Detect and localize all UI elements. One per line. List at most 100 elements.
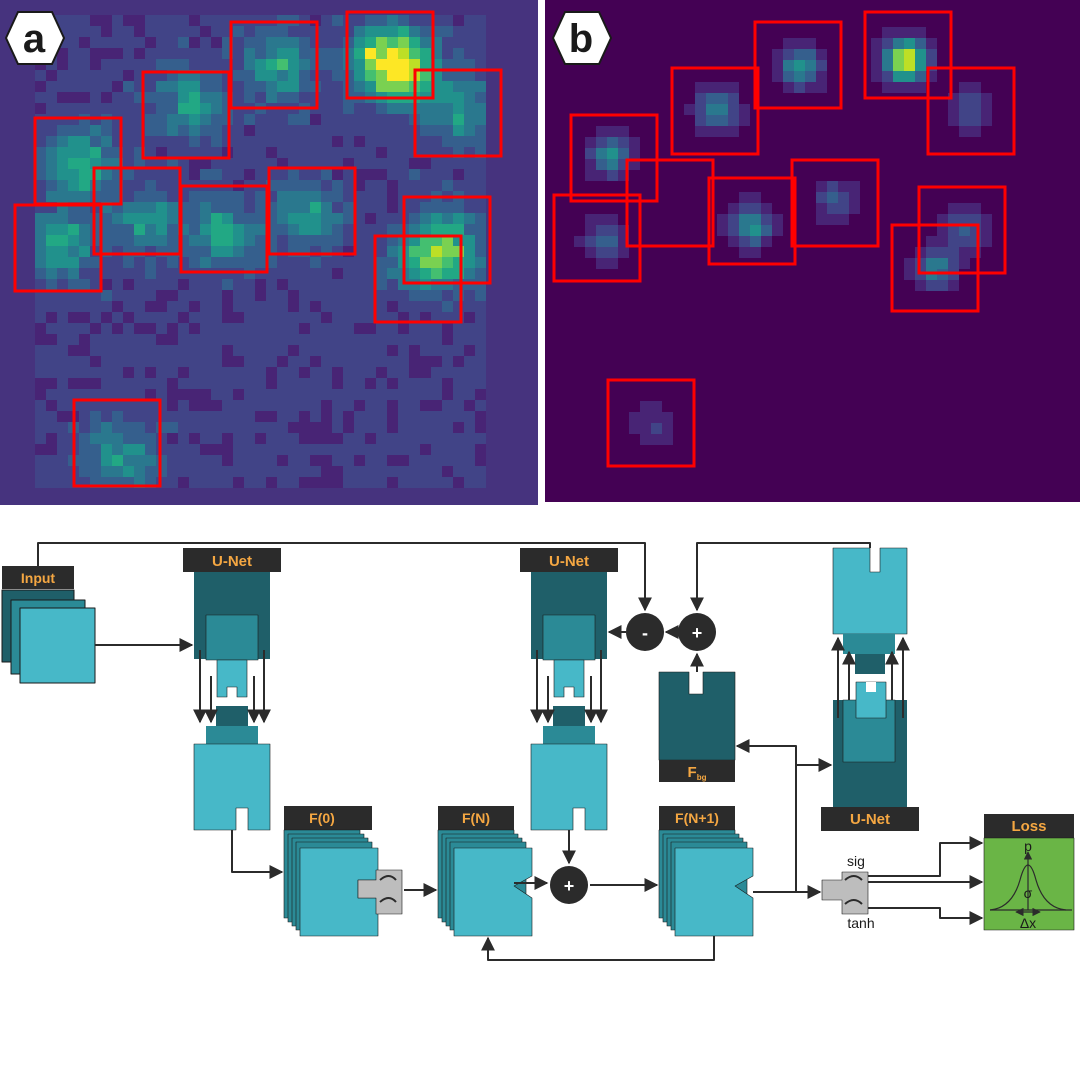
heatmap-a-cell bbox=[343, 202, 354, 213]
heatmap-a-cell bbox=[57, 246, 68, 257]
heatmap-a-cell bbox=[354, 147, 365, 158]
heatmap-a-cell bbox=[79, 202, 90, 213]
heatmap-a-cell bbox=[35, 444, 46, 455]
heatmap-a-cell bbox=[244, 37, 255, 48]
heatmap-a-cell bbox=[277, 257, 288, 268]
heatmap-a-cell bbox=[145, 26, 156, 37]
heatmap-a-cell bbox=[365, 103, 376, 114]
heatmap-a-cell bbox=[167, 224, 178, 235]
heatmap-a-cell bbox=[211, 169, 222, 180]
heatmap-b-cell bbox=[926, 71, 937, 82]
heatmap-a-cell bbox=[310, 389, 321, 400]
heatmap-a-cell bbox=[299, 70, 310, 81]
heatmap-b-cell bbox=[596, 170, 607, 181]
heatmap-a-cell bbox=[431, 158, 442, 169]
heatmap-a-cell bbox=[321, 147, 332, 158]
heatmap-a-cell bbox=[442, 114, 453, 125]
heatmap-a-cell bbox=[167, 213, 178, 224]
heatmap-a-cell bbox=[288, 224, 299, 235]
heatmap-a-cell bbox=[255, 466, 266, 477]
heatmap-a-cell bbox=[475, 356, 486, 367]
heatmap-a-cell bbox=[321, 158, 332, 169]
heatmap-a-cell bbox=[134, 103, 145, 114]
heatmap-b-cell bbox=[739, 247, 750, 258]
heatmap-a-cell bbox=[134, 455, 145, 466]
heatmap-a-cell bbox=[200, 356, 211, 367]
heatmap-a-cell bbox=[134, 334, 145, 345]
heatmap-a-cell bbox=[442, 422, 453, 433]
heatmap-a-cell bbox=[90, 466, 101, 477]
heatmap-a-cell bbox=[233, 334, 244, 345]
heatmap-a-cell bbox=[101, 444, 112, 455]
heatmap-a-cell bbox=[123, 26, 134, 37]
heatmap-b-cell bbox=[959, 225, 970, 236]
heatmap-a-cell bbox=[420, 37, 431, 48]
heatmap-a-cell bbox=[178, 345, 189, 356]
heatmap-a-cell bbox=[453, 268, 464, 279]
heatmap-b-cell bbox=[794, 71, 805, 82]
heatmap-a-cell bbox=[266, 477, 277, 488]
heatmap-a-cell bbox=[123, 323, 134, 334]
heatmap-a-cell bbox=[475, 466, 486, 477]
heatmap-a-cell bbox=[57, 323, 68, 334]
heatmap-a-cell bbox=[442, 147, 453, 158]
heatmap-a-cell bbox=[35, 81, 46, 92]
heatmap-a-cell bbox=[332, 279, 343, 290]
heatmap-a-cell bbox=[101, 235, 112, 246]
heatmap-a-cell bbox=[233, 136, 244, 147]
heatmap-a-cell bbox=[57, 290, 68, 301]
heatmap-a-cell bbox=[420, 202, 431, 213]
heatmap-a-cell bbox=[354, 367, 365, 378]
heatmap-a-cell bbox=[68, 202, 79, 213]
heatmap-a-cell bbox=[310, 257, 321, 268]
heatmap-a-cell bbox=[233, 48, 244, 59]
heatmap-a-cell bbox=[35, 235, 46, 246]
heatmap-b-cell bbox=[783, 49, 794, 60]
heatmap-a-cell bbox=[398, 147, 409, 158]
heatmap-b-cell bbox=[904, 27, 915, 38]
heatmap-a-cell bbox=[376, 268, 387, 279]
heatmap-a-cell bbox=[387, 345, 398, 356]
heatmap-a-cell bbox=[101, 400, 112, 411]
heatmap-a-cell bbox=[189, 70, 200, 81]
heatmap-a-cell bbox=[134, 15, 145, 26]
heatmap-a-cell bbox=[189, 246, 200, 257]
heatmap-a-cell bbox=[90, 125, 101, 136]
heatmap-a-cell bbox=[266, 191, 277, 202]
heatmap-a-cell bbox=[464, 367, 475, 378]
heatmap-a-cell bbox=[189, 477, 200, 488]
heatmap-a-cell bbox=[123, 411, 134, 422]
heatmap-a-cell bbox=[365, 356, 376, 367]
heatmap-a-cell bbox=[57, 15, 68, 26]
heatmap-a-cell bbox=[134, 345, 145, 356]
heatmap-b-cell bbox=[706, 104, 717, 115]
loss-block: Loss p σ Δx bbox=[983, 814, 1075, 931]
heatmap-b-cell bbox=[849, 181, 860, 192]
heatmap-a-cell bbox=[178, 444, 189, 455]
heatmap-a-cell bbox=[321, 92, 332, 103]
heatmap-a-cell bbox=[409, 433, 420, 444]
heatmap-a-cell bbox=[387, 114, 398, 125]
heatmap-a-cell bbox=[442, 224, 453, 235]
heatmap-b-cell bbox=[717, 115, 728, 126]
heatmap-a-cell bbox=[101, 334, 112, 345]
heatmap-b-cell bbox=[948, 258, 959, 269]
heatmap-a-cell bbox=[156, 114, 167, 125]
heatmap-a-cell bbox=[112, 224, 123, 235]
heatmap-a-cell bbox=[266, 81, 277, 92]
heatmap-a-cell bbox=[90, 444, 101, 455]
heatmap-a-cell bbox=[442, 466, 453, 477]
heatmap-a-cell bbox=[134, 147, 145, 158]
heatmap-a-cell bbox=[145, 235, 156, 246]
heatmap-a-cell bbox=[321, 400, 332, 411]
heatmap-a-cell bbox=[431, 411, 442, 422]
heatmap-a-cell bbox=[167, 26, 178, 37]
heatmap-b-cell bbox=[772, 225, 783, 236]
heatmap-a-cell bbox=[277, 81, 288, 92]
heatmap-a-cell bbox=[409, 422, 420, 433]
heatmap-a-cell bbox=[266, 70, 277, 81]
heatmap-a-cell bbox=[376, 59, 387, 70]
heatmap-a-cell bbox=[189, 26, 200, 37]
heatmap-a-cell bbox=[46, 356, 57, 367]
heatmap-b-cell bbox=[783, 38, 794, 49]
